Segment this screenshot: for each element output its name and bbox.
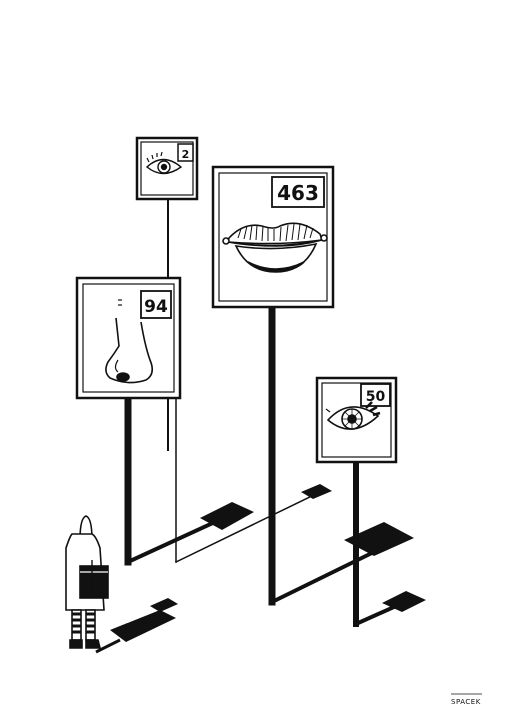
- eye-small-icon: [145, 151, 183, 175]
- person-bag: [79, 565, 109, 599]
- signature-text: SPACEK: [451, 698, 481, 706]
- sign-eye-small-count: 2: [182, 148, 190, 161]
- sign-eye-small: 2: [135, 136, 199, 201]
- person-figure: [65, 515, 109, 649]
- shadow-nose-sign: [200, 502, 254, 530]
- sign-eye-small-counter-box: [177, 143, 194, 162]
- shadows: [95, 484, 426, 654]
- sign-lips: 463: [211, 165, 335, 309]
- floor-line-lips: [269, 547, 381, 605]
- floor-line-thin: [174, 491, 320, 564]
- lips-icon: [222, 222, 328, 273]
- poles: [124, 197, 408, 627]
- sign-lips-count: 463: [277, 181, 319, 205]
- shadow-person: [110, 610, 176, 642]
- sign-lips-counter-box: [271, 176, 325, 208]
- person-legs: [69, 609, 102, 649]
- eye-large-icon: [325, 401, 381, 430]
- sign-nose: 94: [75, 276, 182, 400]
- artist-signature: SPACEK: [451, 693, 482, 706]
- sign-eye-large-count: 50: [366, 389, 386, 405]
- shadow-eye-small-sign: [301, 484, 332, 499]
- sign-nose-count: 94: [144, 297, 168, 317]
- shadow-lips-sign: [344, 522, 414, 556]
- shadow-person-head: [150, 598, 178, 612]
- sign-nose-counter-box: [140, 290, 172, 319]
- nose-icon: [105, 299, 154, 384]
- sign-eye-large: 50: [315, 376, 398, 464]
- shadow-eye-large-sign: [382, 591, 426, 612]
- sign-eye-large-counter-box: [360, 383, 391, 407]
